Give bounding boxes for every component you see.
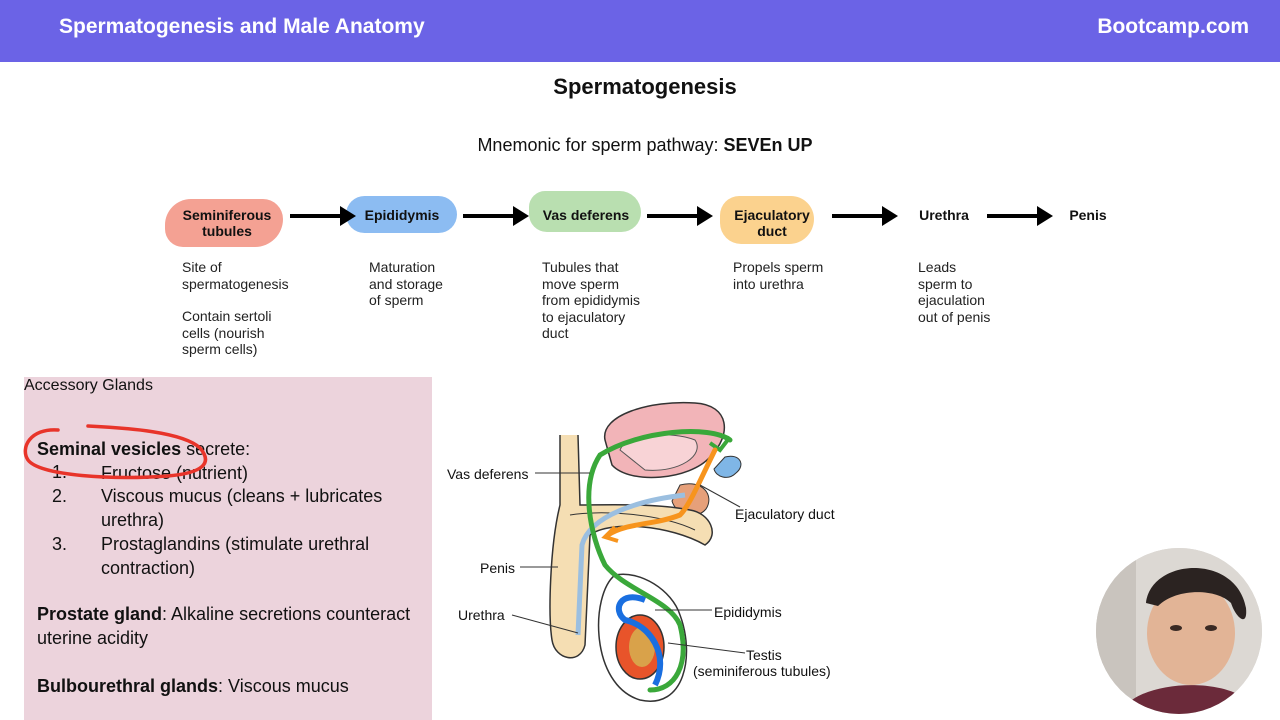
accessory-glands-panel xyxy=(24,377,432,720)
brand-logo-text[interactable]: Bootcamp.com xyxy=(1097,15,1249,38)
mnemonic-line: Mnemonic for sperm pathway: SEVEn UP xyxy=(0,135,1280,156)
label-testis: Testis xyxy=(746,647,782,663)
presenter-webcam xyxy=(1096,548,1262,714)
highlight-blob-ejaculatory xyxy=(720,196,814,244)
prostate-gland-term: Prostate gland xyxy=(37,604,163,624)
bulbourethral-term: Bulbourethral glands xyxy=(37,676,219,696)
seminal-vesicles-term: Seminal vesicles xyxy=(37,439,182,459)
list-item: Viscous mucus (cleans + lubricates ureth… xyxy=(101,486,383,530)
desc-line: Contain sertoli cells (nourish sperm cel… xyxy=(182,308,272,357)
step-seminiferous-tubules: Seminiferous tubules xyxy=(182,207,272,239)
arrow-right-icon xyxy=(987,206,1053,226)
label-ejaculatory-duct: Ejaculatory duct xyxy=(735,506,835,522)
label-testis-sub: (seminiferous tubules) xyxy=(693,663,831,679)
step-penis: Penis xyxy=(1069,207,1107,223)
label-urethra: Urethra xyxy=(458,607,505,623)
list-number: 3. xyxy=(52,534,68,554)
step-urethra: Urethra xyxy=(919,207,969,223)
arrow-right-icon xyxy=(463,206,529,226)
mnemonic-key: SEVEn UP xyxy=(723,135,813,155)
seminal-vesicles-line: Seminal vesicles secrete: xyxy=(37,438,250,462)
step-epididymis: Epididymis xyxy=(364,207,440,223)
highlight-blob-vas-deferens xyxy=(529,191,641,232)
list-number: 2. xyxy=(52,486,68,506)
step-ejaculatory-duct: Ejaculatory duct xyxy=(734,207,810,239)
highlight-blob-epididymis xyxy=(346,196,457,233)
mnemonic-prefix: Mnemonic for sperm pathway: xyxy=(477,135,724,155)
arrow-right-icon xyxy=(832,206,898,226)
annotation-circle-icon xyxy=(23,424,208,480)
highlight-blob-seminiferous xyxy=(165,199,283,247)
desc-gap xyxy=(182,292,302,308)
step-vas-deferens: Vas deferens xyxy=(542,207,630,223)
prostate-gland-line: Prostate gland: Alkaline secretions coun… xyxy=(37,603,422,650)
label-penis: Penis xyxy=(480,560,516,576)
desc-urethra: Leads sperm to ejaculation out of penis xyxy=(918,259,991,325)
label-epididymis: Epididymis xyxy=(714,604,782,620)
header-bar: Spermatogenesis and Male Anatomy Bootcam… xyxy=(0,0,1280,62)
arrow-right-icon xyxy=(647,206,713,226)
desc-ejaculatory: Propels sperm into urethra xyxy=(733,259,824,292)
desc-line: Site of spermatogenesis xyxy=(182,259,289,292)
lesson-title: Spermatogenesis and Male Anatomy xyxy=(59,15,425,38)
desc-vas-deferens: Tubules that move sperm from epididymis … xyxy=(542,259,641,341)
bulbourethral-line: Bulbourethral glands: Viscous mucus xyxy=(37,675,422,699)
accessory-glands-title: Accessory Glands xyxy=(24,377,153,394)
desc-epididymis: Maturation and storage of sperm xyxy=(369,259,443,308)
seminal-vesicles-rest: secrete: xyxy=(181,439,251,459)
arrow-right-icon xyxy=(290,206,356,226)
list-item: Prostaglandins (stimulate urethral contr… xyxy=(101,534,370,578)
desc-seminiferous: Site of spermatogenesis Contain sertoli … xyxy=(182,259,302,358)
bulbourethral-rest: : Viscous mucus xyxy=(218,676,349,696)
slide-title: Spermatogenesis xyxy=(553,74,737,99)
male-anatomy-diagram xyxy=(511,401,746,702)
prostate-gland-rest: : Alkaline secretions counteract uterine… xyxy=(37,604,411,648)
presenter-avatar-icon xyxy=(1096,548,1262,714)
label-vas-deferens: Vas deferens xyxy=(447,466,529,482)
